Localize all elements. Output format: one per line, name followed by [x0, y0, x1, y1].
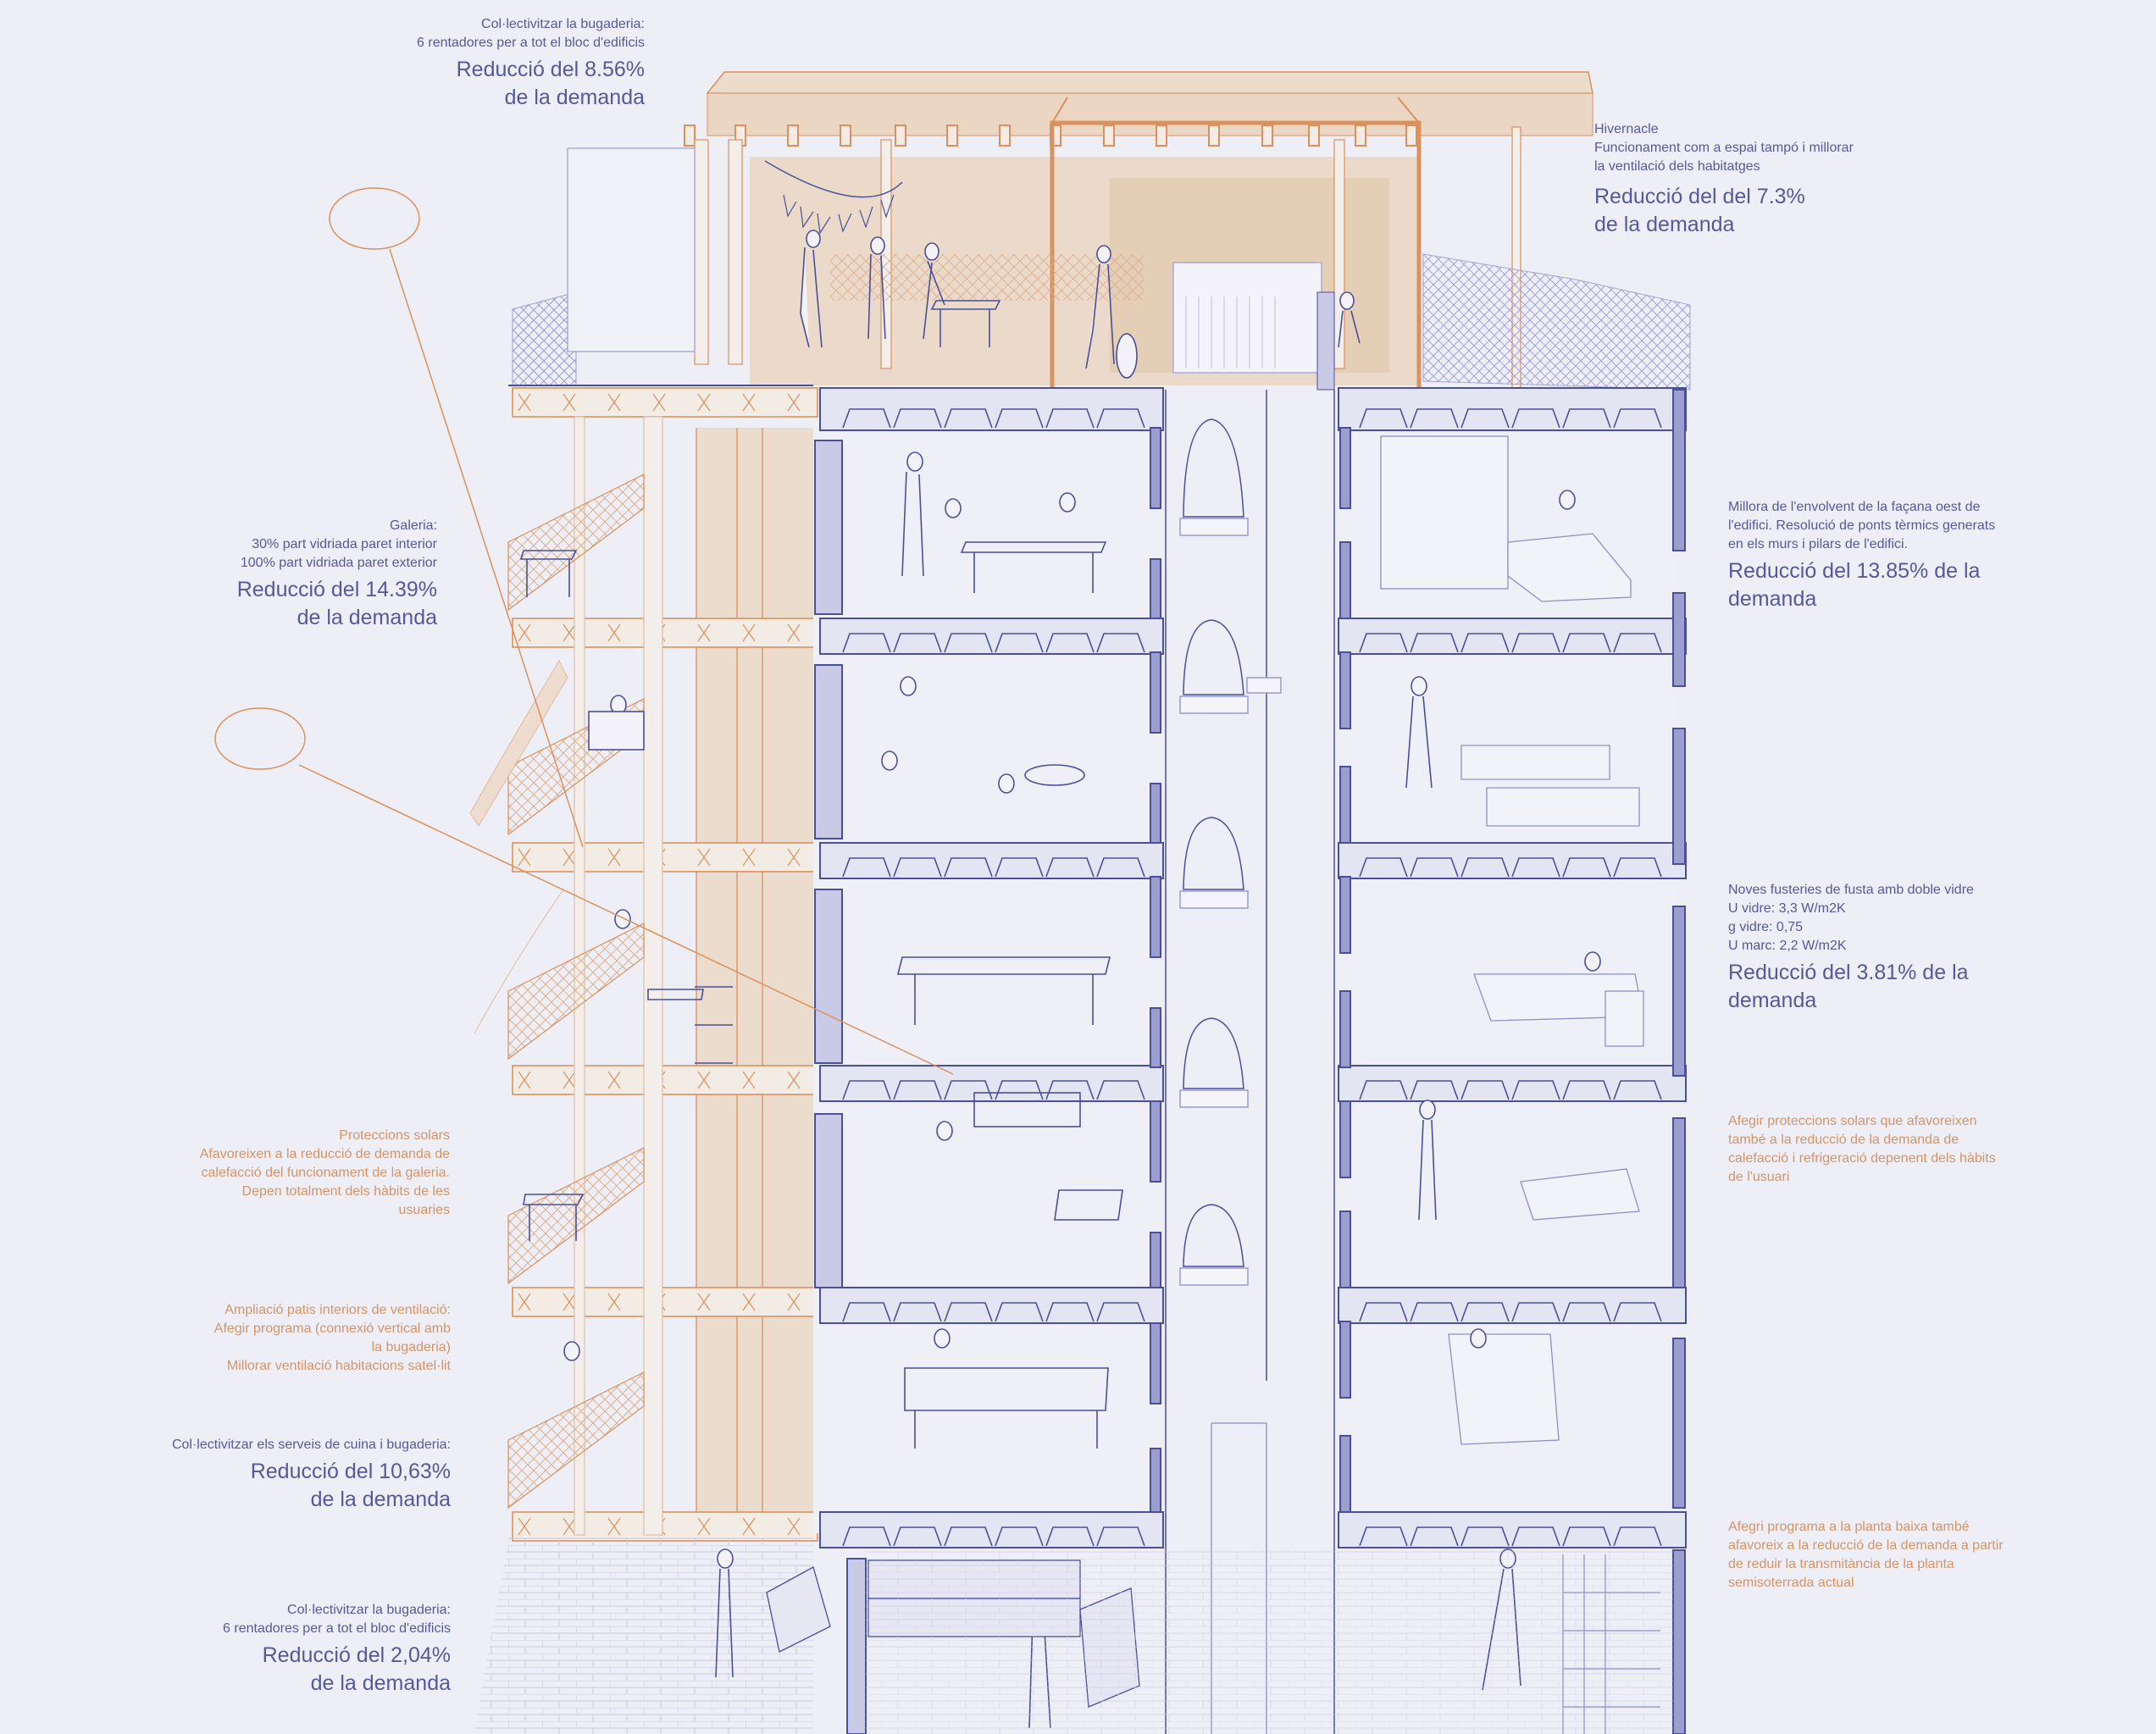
- note-line: usuaries: [398, 1203, 450, 1217]
- note-result: de la demanda: [310, 1487, 451, 1511]
- note-line: Depen totalment dels hàbits de les: [241, 1184, 450, 1199]
- note-line: de reduir la transmitància de la planta: [1728, 1557, 1954, 1571]
- note-result: de la demanda: [297, 606, 437, 629]
- note-line: també a la reducció de la demanda de: [1728, 1133, 1959, 1147]
- note-line: la bugaderia): [371, 1340, 451, 1355]
- light-shaft: [1165, 390, 1335, 1734]
- note-line: afavoreix a la reducció de la demanda a …: [1728, 1538, 2004, 1553]
- note-line: 6 rentadores per a tot el bloc d'edifici…: [223, 1621, 451, 1636]
- note-result: demanda: [1728, 989, 1817, 1012]
- note-line: la ventilació dels habitatges: [1594, 159, 1760, 174]
- note-result: Reducció del 8.56%: [456, 58, 645, 81]
- note-ground-floor: Afegri programa a la planta baixa també …: [1728, 1518, 2004, 1593]
- note-line: U vidre: 3,3 W/m2K: [1728, 901, 1846, 916]
- note-line: Col·lectivitzar els serveis de cuina i b…: [171, 1438, 451, 1452]
- note-result: Reducció del del 7.3%: [1594, 185, 1805, 208]
- gallery-structure: [469, 387, 818, 1734]
- note-gallery: Galeria: 30% part vidriada paret interio…: [237, 517, 437, 632]
- note-result: de la demanda: [310, 1671, 451, 1695]
- floor-slabs: [819, 387, 1687, 1548]
- note-result: de la demanda: [504, 86, 645, 109]
- note-line: 6 rentadores per a tot el bloc d'edifici…: [417, 36, 645, 50]
- note-line: Noves fusteries de fusta amb doble vidre: [1728, 883, 1974, 897]
- note-line: de l'usuari: [1728, 1170, 1790, 1184]
- note-result: Reducció del 10,63%: [250, 1460, 451, 1483]
- note-line: 30% part vidriada paret interior: [252, 537, 437, 551]
- note-laundry-bottom: Col·lectivitzar la bugaderia: 6 rentador…: [223, 1601, 451, 1698]
- note-line: Millorar ventilació habitacions satel·li…: [226, 1359, 451, 1373]
- note-line: Afegir proteccions solars que afavoreixe…: [1728, 1114, 1977, 1128]
- note-solar-right: Afegir proteccions solars que afavoreixe…: [1728, 1112, 1996, 1187]
- note-line: Afegri programa a la planta baixa també: [1728, 1520, 1970, 1534]
- note-result: Reducció del 3.81% de la: [1728, 961, 1969, 984]
- note-line: Col·lectivitzar la bugaderia:: [287, 1603, 451, 1617]
- note-line: Millora de l'envolvent de la façana oest…: [1728, 500, 1981, 514]
- note-line: 100% part vidriada paret exterior: [240, 556, 437, 570]
- note-patios: Ampliació patis interiors de ventilació:…: [214, 1301, 451, 1376]
- note-line: Proteccions solars: [339, 1128, 450, 1143]
- note-line: Afegir programa (connexió vertical amb: [213, 1321, 451, 1336]
- note-windows: Noves fusteries de fusta amb doble vidre…: [1728, 881, 1974, 1015]
- note-line: Hivernacle: [1594, 122, 1659, 136]
- note-line: Ampliació patis interiors de ventilació:: [224, 1303, 451, 1317]
- note-line: Col·lectivitzar la bugaderia:: [481, 17, 645, 31]
- note-line: Galeria:: [389, 518, 437, 533]
- building-core: [519, 387, 1687, 1734]
- rooftop-pergola: [512, 71, 1691, 395]
- note-line: semisoterrada actual: [1728, 1576, 1854, 1590]
- note-solar-left: Proteccions solars Afavoreixen a la redu…: [200, 1127, 450, 1220]
- note-kitchen-laundry: Col·lectivitzar els serveis de cuina i b…: [172, 1436, 451, 1514]
- note-laundry-top: Col·lectivitzar la bugaderia: 6 rentador…: [417, 15, 645, 112]
- note-result: Reducció del 13.85% de la: [1728, 559, 1981, 583]
- note-line: en els murs i pilars de l'edifici.: [1728, 537, 1909, 551]
- note-result: demanda: [1728, 587, 1817, 611]
- note-line: l'edifici. Resolució de ponts tèrmics ge…: [1728, 518, 1996, 533]
- note-line: U marc: 2,2 W/m2K: [1728, 939, 1847, 953]
- note-line: Funcionament com a espai tampó i millora…: [1594, 141, 1854, 155]
- note-line: calefacció del funcionament de la galeri…: [201, 1166, 450, 1180]
- note-result: de la demanda: [1594, 213, 1735, 236]
- note-line: calefacció i refrigeració depenent dels …: [1728, 1151, 1996, 1166]
- note-line: g vidre: 0,75: [1728, 920, 1804, 934]
- note-greenhouse: Hivernacle Funcionament com a espai tamp…: [1594, 120, 1854, 239]
- note-line: Afavoreixen a la reducció de demanda de: [199, 1147, 450, 1161]
- note-result: Reducció del 14.39%: [236, 578, 437, 601]
- note-facade-west: Millora de l'envolvent de la façana oest…: [1728, 498, 1995, 613]
- annotation-leaders: [214, 187, 954, 1075]
- note-result: Reducció del 2,04%: [262, 1643, 451, 1667]
